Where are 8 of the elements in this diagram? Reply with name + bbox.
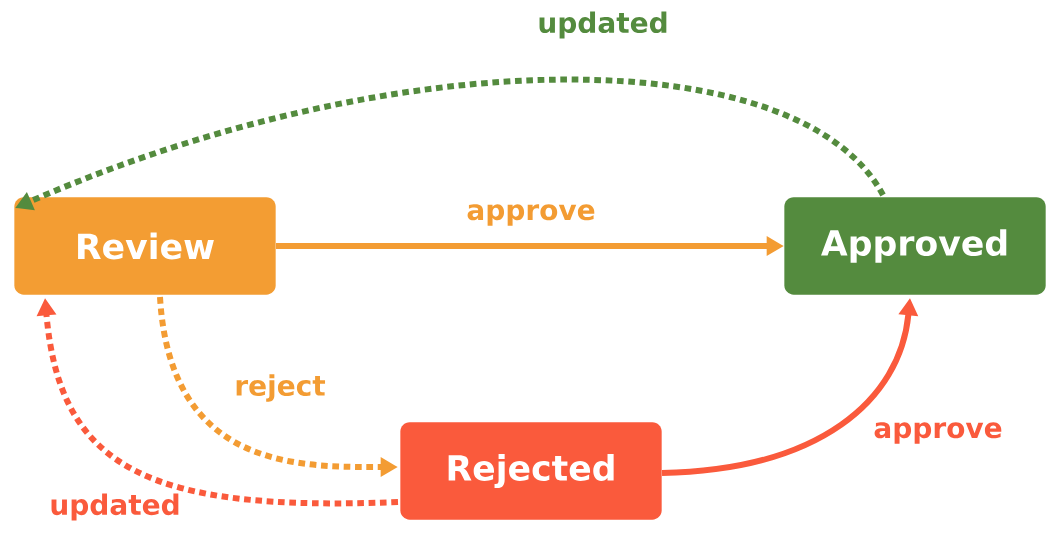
edge-label: updated (48, 492, 182, 522)
state-box: Review (14, 197, 276, 295)
edge-label: reject (233, 373, 328, 403)
state-box: Rejected (400, 422, 662, 520)
state-box: Approved (784, 197, 1046, 295)
edge-label: approve (872, 420, 1004, 446)
edge-label: updated (536, 10, 670, 40)
edge-label: approve (465, 202, 597, 228)
